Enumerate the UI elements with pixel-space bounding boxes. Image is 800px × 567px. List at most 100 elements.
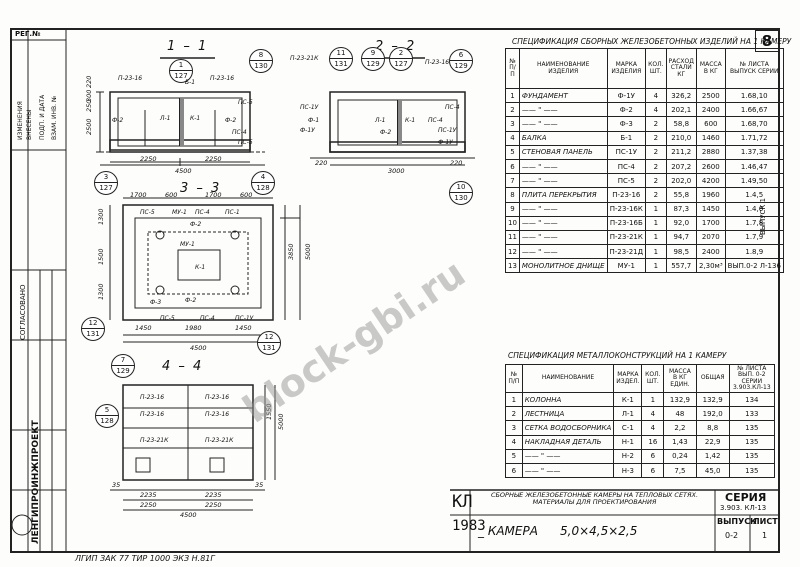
spec1-cell: 1 <box>645 244 667 260</box>
drawing-label: П-23-21К <box>205 437 234 444</box>
spec1-cell: МОНОЛИТНОЕ ДНИЩЕ <box>518 258 608 274</box>
spec1-cell: 4 <box>505 130 520 146</box>
spec1-cell: 2 <box>505 102 520 118</box>
spec2-cell: 135 <box>728 462 776 479</box>
drawing-label: ПС-5 <box>160 315 175 322</box>
spec1-header-cell: № П/П <box>505 48 520 89</box>
dimension-label: 35 <box>255 481 264 489</box>
drawing-label: Ф-2 <box>380 129 392 136</box>
spec1-cell: —— " —— <box>518 244 608 260</box>
callout-bubble-top: 11 <box>330 48 352 59</box>
dimension-label: 220 <box>85 75 93 88</box>
spec1-header-cell: КОЛ. ШТ. <box>645 48 667 89</box>
callout-bubble-top: 8 <box>250 50 272 61</box>
spec2-cell: НАКЛАДНАЯ ДЕТАЛЬ <box>521 434 615 450</box>
spec1-cell: 2 <box>645 130 667 146</box>
spec2-cell: 3 <box>505 420 523 436</box>
drawing-label: Ф-1 <box>308 117 320 124</box>
spec2-cell: 7,5 <box>663 462 697 479</box>
title-year: 1983 <box>452 518 486 534</box>
drawing-label: П-23-16 <box>205 394 230 401</box>
drawing-label: ПС-4 <box>445 104 460 111</box>
callout-bubble-top: 12 <box>258 332 280 343</box>
spec2-title: СПЕЦИФИКАЦИЯ МЕТАЛЛОКОНСТРУКЦИЙ НА 1 КАМ… <box>508 351 727 360</box>
callout-bubble-bottom: 129 <box>366 60 380 68</box>
dimension-label: 1300 <box>97 208 105 225</box>
spec1-cell: 1960 <box>695 187 726 203</box>
dimension-label: 220 <box>315 159 328 167</box>
title-kl: КЛ <box>452 492 473 512</box>
spec2-cell: ЛЕСТНИЦА <box>521 406 615 422</box>
spec1-cell: 2400 <box>695 102 726 118</box>
spec1-cell: 2 <box>645 187 667 203</box>
dimension-label: 220 <box>450 159 463 167</box>
spec1-header-cell: МАССА В КГ <box>695 48 726 89</box>
drawing-label: ПС-5 <box>238 139 253 146</box>
spec1-cell: —— " —— <box>518 116 608 132</box>
spec2-cell: 22,9 <box>695 434 730 450</box>
spec1-cell: 2 <box>645 158 667 175</box>
spec2-cell: 132,9 <box>663 391 697 408</box>
spec2-header-cell: КОЛ. ШТ. <box>641 364 665 393</box>
dimension-label: 1700 <box>205 191 222 199</box>
spec1-header-cell: № ЛИСТА ВЫПУСК СЕРИИ <box>724 48 784 89</box>
drawing-label: Б-1 <box>185 79 196 86</box>
spec2-header-cell: № П/П <box>505 364 523 393</box>
spec1-cell: —— " —— <box>518 229 608 246</box>
dimension-label: 2235 <box>140 491 157 499</box>
spec1-cell: 1 <box>645 229 667 246</box>
spec1-cell: П-23-21К <box>606 229 647 246</box>
callout-bubble-bottom: 130 <box>454 194 468 202</box>
drawing-label: Ф-2 <box>225 117 237 124</box>
spec2-cell: 6 <box>505 462 523 479</box>
spec1-cell: 1 <box>645 258 667 274</box>
spec1-cell: 4 <box>645 87 667 104</box>
dimension-label: 1450 <box>135 324 152 332</box>
callout-bubble-bottom: 127 <box>99 184 113 192</box>
spec2-cell: 1,43 <box>663 434 697 450</box>
stamp-approved: СОГЛАСОВАНО <box>19 284 27 340</box>
spec2-header-cell: МАССА В КГ ЕДИН. <box>663 364 697 393</box>
dimension-label: 4500 <box>190 344 207 352</box>
spec1-cell: 2070 <box>695 229 726 246</box>
spec1-cell: 5 <box>505 144 520 160</box>
dimension-label: 1980 <box>185 324 202 332</box>
spec1-cell: 4 <box>645 102 667 118</box>
spec2-cell: 6 <box>641 448 665 464</box>
spec1-cell: 202,1 <box>665 102 697 118</box>
drawing-label: П-23-16 <box>140 411 165 418</box>
drawing-label: П-23-16 <box>425 59 450 66</box>
spec1-cell: 2400 <box>695 244 726 260</box>
spec1-cell: 2 <box>645 173 667 189</box>
drawing-label: ПС-1У <box>438 127 457 134</box>
drawing-label: Л-1 <box>375 117 386 124</box>
drawing-label: ПС-1У <box>300 104 319 111</box>
drawing-label: ПС-4 <box>428 117 443 124</box>
drawing-label: МУ-1 <box>180 241 195 248</box>
callout-bubble-bottom: 129 <box>116 367 130 375</box>
dimension-label: 2500 <box>85 118 93 135</box>
spec2-cell: 16 <box>641 434 665 450</box>
spec1-cell: 1.46,47 <box>724 158 784 175</box>
callout-bubble-bottom: 128 <box>256 184 270 192</box>
spec2-cell: Л-1 <box>613 406 643 422</box>
spec2-cell: С-1 <box>613 420 643 436</box>
drawing-label: Ф-1У <box>438 139 453 146</box>
spec1-cell: 2,30м³ <box>695 258 726 274</box>
spec1-cell: 1.8,9 <box>724 244 784 260</box>
callout-bubble-bottom: 129 <box>454 62 468 70</box>
spec2-cell: СЕТКА ВОДОСБОРНИКА <box>521 420 615 436</box>
